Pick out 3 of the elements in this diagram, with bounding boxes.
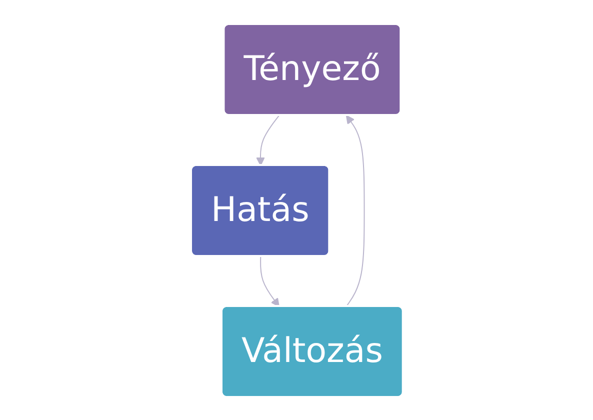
arrow (260, 256, 280, 306)
arrow (345, 114, 364, 306)
arrow (256, 114, 280, 166)
